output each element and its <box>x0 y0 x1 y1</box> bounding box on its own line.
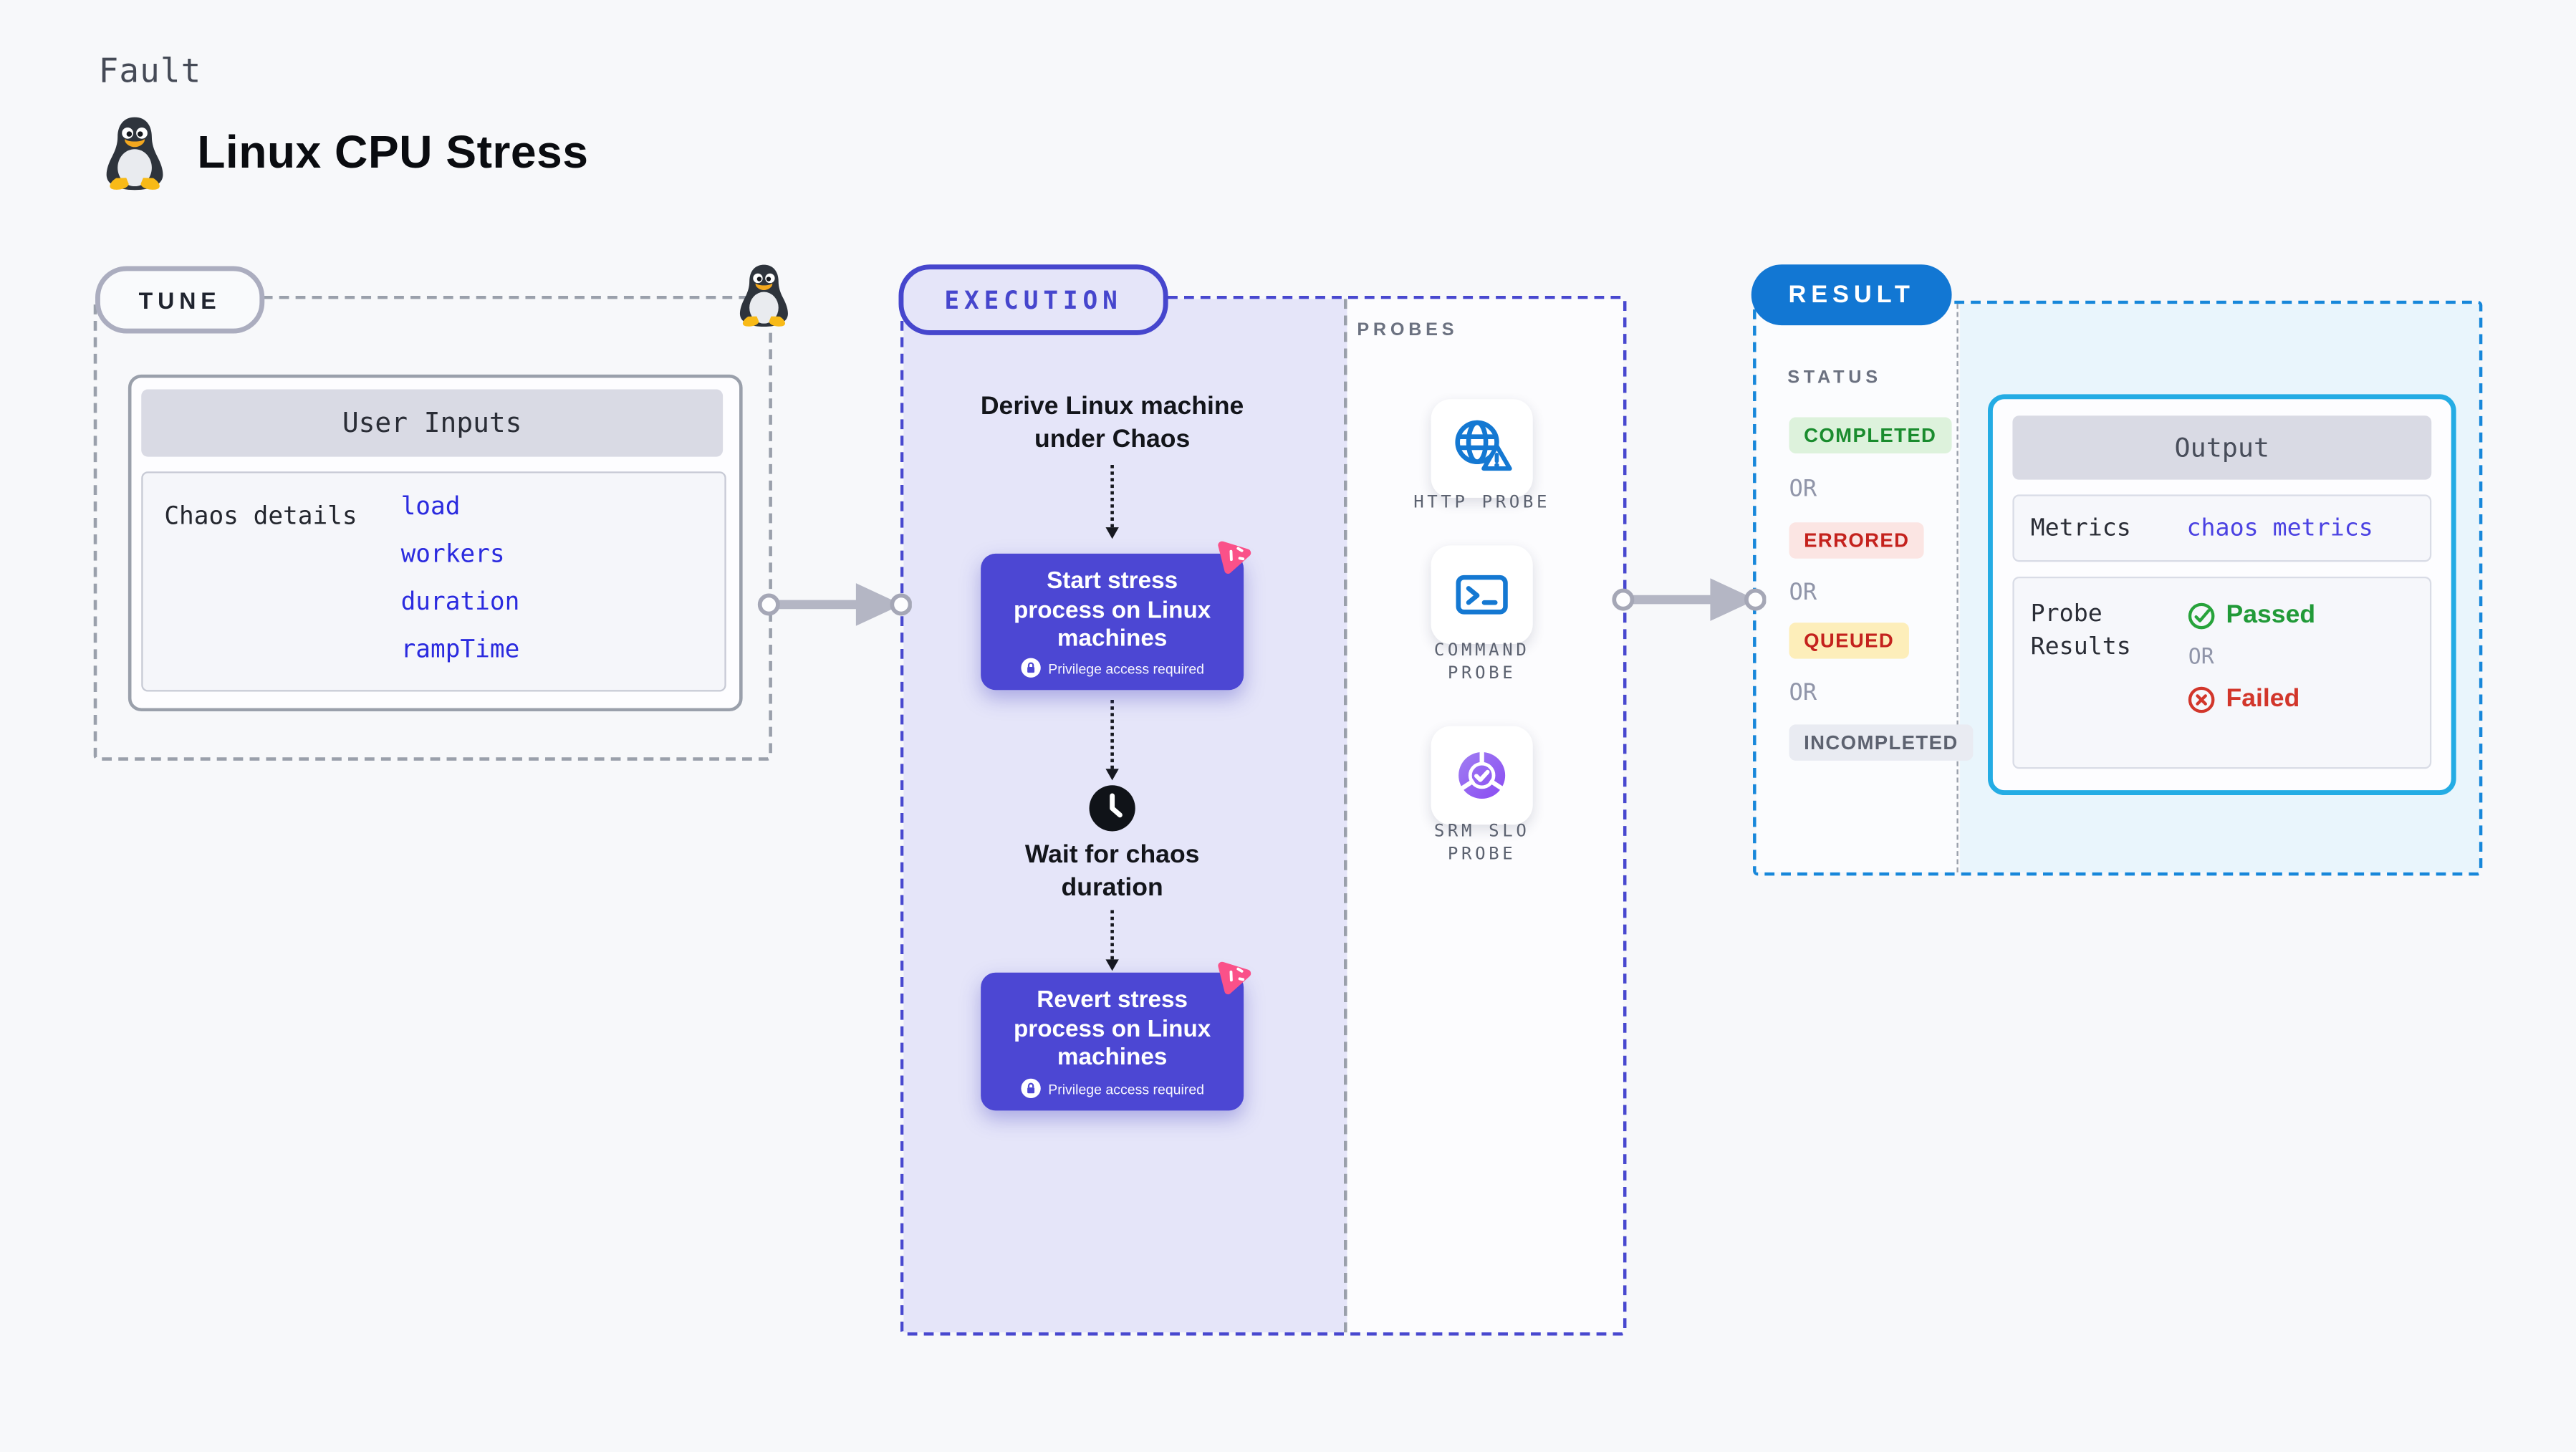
clock-icon <box>1089 785 1135 832</box>
metrics-row: Metrics chaos metrics <box>2012 494 2432 562</box>
failed-label: Failed <box>2226 685 2300 713</box>
status-badge-queued: QUEUED <box>1789 622 1909 659</box>
command-probe-card <box>1431 545 1533 645</box>
execution-pill: EXECUTION <box>898 264 1168 335</box>
status-badge-errored: ERRORED <box>1789 522 1925 559</box>
output-header: Output <box>2012 415 2432 480</box>
passed-label: Passed <box>2226 601 2316 630</box>
check-circle-icon <box>2188 602 2215 630</box>
srm-slo-probe-label: SRM SLO PROBE <box>1433 821 1530 864</box>
user-inputs-header: User Inputs <box>141 389 724 457</box>
srm-slo-probe-card <box>1431 726 1533 825</box>
passed-row: Passed <box>2187 601 2316 630</box>
privilege-note: Privilege access required <box>1048 659 1205 676</box>
lock-icon <box>1021 658 1041 678</box>
revert-stress-box: Revert stress process on Linux machines … <box>981 972 1244 1111</box>
arrow-tune-to-execution <box>757 583 912 626</box>
revert-stress-title: Revert stress process on Linux machines <box>1013 987 1211 1072</box>
status-or: OR <box>1789 680 1817 707</box>
globe-alert-icon <box>1455 420 1512 471</box>
flow-dotted-line-3 <box>1110 910 1114 960</box>
probe-results-values: Passed OR Failed <box>2187 598 2316 767</box>
wait-step-text: Wait for chaos duration <box>1024 841 1200 901</box>
privilege-note: Privilege access required <box>1048 1080 1205 1097</box>
x-circle-icon <box>2188 686 2215 713</box>
command-probe-label: COMMAND PROBE <box>1433 640 1530 683</box>
user-inputs-body <box>141 471 726 692</box>
terminal-icon <box>1456 574 1508 615</box>
input-load: load <box>400 491 461 521</box>
input-ramptime: rampTime <box>400 634 520 664</box>
flow-dotted-line-1 <box>1110 465 1114 528</box>
probes-heading: PROBES <box>1357 320 1458 340</box>
metrics-value: chaos metrics <box>2186 514 2373 542</box>
linux-penguin-small-icon <box>739 264 788 327</box>
flow-arrowhead-3 <box>1105 959 1118 971</box>
output-card: Output Metrics chaos metrics Probe Resul… <box>1988 394 2456 796</box>
status-badge-completed: COMPLETED <box>1789 417 1951 453</box>
output-or: OR <box>2188 645 2214 670</box>
revert-stress-note-row: Privilege access required <box>981 1077 1244 1099</box>
start-stress-title: Start stress process on Linux machines <box>1013 568 1211 653</box>
status-or: OR <box>1789 580 1817 607</box>
chaos-triangle-icon <box>1218 541 1251 574</box>
slo-donut-check-icon <box>1458 751 1506 799</box>
flow-arrowhead-1 <box>1105 527 1118 539</box>
page-title: Linux CPU Stress <box>197 126 589 178</box>
probe-results-label: Probe Results <box>2030 601 2131 660</box>
chaos-triangle-icon <box>1218 961 1251 995</box>
fault-kicker: Fault <box>98 51 202 91</box>
linux-penguin-icon <box>106 117 163 191</box>
arrow-execution-to-result <box>1612 578 1767 621</box>
status-heading: STATUS <box>1787 367 1882 388</box>
failed-row: Failed <box>2187 685 2300 714</box>
status-or: OR <box>1789 476 1817 503</box>
start-stress-box: Start stress process on Linux machines P… <box>981 553 1244 691</box>
metrics-label: Metrics <box>2030 514 2131 542</box>
derive-step-text: Derive Linux machine under Chaos <box>980 393 1244 453</box>
flow-arrowhead-2 <box>1105 769 1118 781</box>
flow-dotted-line-2 <box>1110 699 1114 769</box>
status-badge-incompleted: INCOMPLETED <box>1789 724 1974 761</box>
input-duration: duration <box>400 586 520 617</box>
chaos-details-label: Chaos details <box>164 501 357 531</box>
input-workers: workers <box>400 539 505 569</box>
result-pill: RESULT <box>1751 264 1952 326</box>
status-column <box>1756 304 1959 872</box>
tune-pill: TUNE <box>95 266 265 334</box>
http-probe-label: HTTP PROBE <box>1413 493 1551 513</box>
start-stress-note-row: Privilege access required <box>981 657 1244 678</box>
probe-results-row: Probe Results Passed OR Failed <box>2012 576 2432 769</box>
lock-icon <box>1021 1078 1041 1099</box>
tune-panel <box>93 295 772 761</box>
http-probe-card <box>1431 399 1533 498</box>
